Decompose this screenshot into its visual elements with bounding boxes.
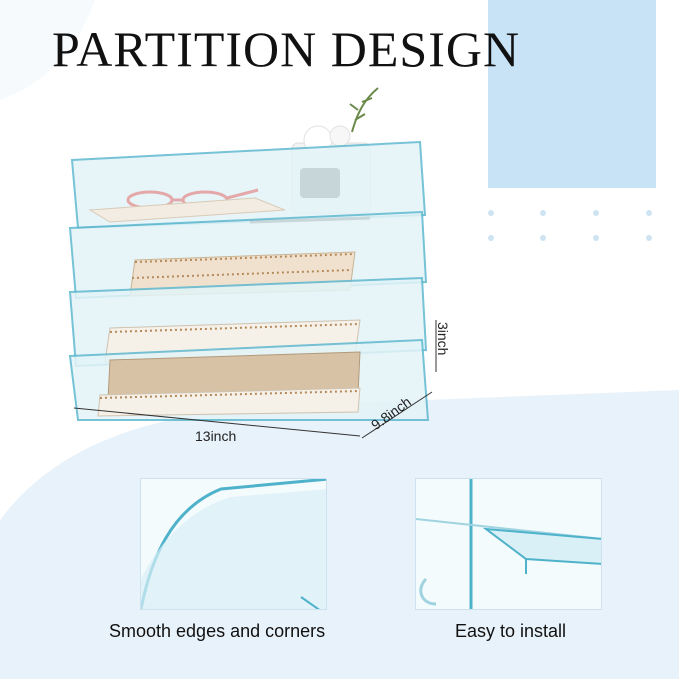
caption-easy-install: Easy to install <box>455 621 567 641</box>
dimension-lines <box>73 320 437 439</box>
accent-block <box>488 0 656 188</box>
width-label: 13inch <box>195 428 237 444</box>
decorative-dots <box>483 205 663 245</box>
install-slot-closeup <box>416 479 601 609</box>
banner-title: PARTITION DESIGN <box>52 21 521 77</box>
tray-stack <box>68 140 430 421</box>
smooth-edge-closeup <box>141 479 326 609</box>
caption-smooth-edges: Smooth edges and corners <box>109 621 326 641</box>
detail-smooth-edges <box>140 478 327 610</box>
height-label: 3inch <box>435 322 451 356</box>
detail-easy-install <box>415 478 602 610</box>
